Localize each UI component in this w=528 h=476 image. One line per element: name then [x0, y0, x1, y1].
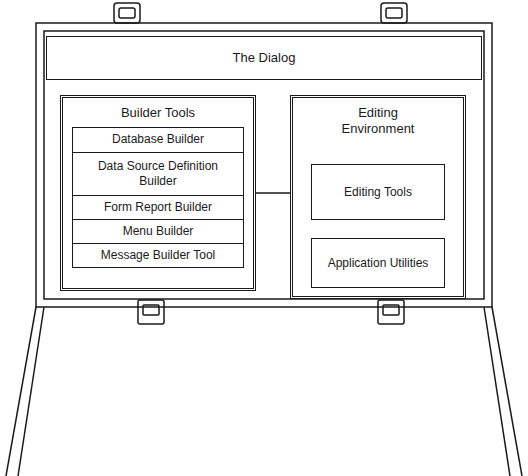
case-side [18, 307, 44, 476]
tool-box: Data Source Definition Builder [72, 152, 244, 196]
utility-box: Application Utilities [311, 238, 445, 288]
box-label: Message Builder Tool [101, 248, 216, 262]
case-side [484, 307, 510, 476]
box-label: Data Source Definition Builder [79, 159, 237, 188]
box-label: Menu Builder [123, 224, 194, 238]
case-inner-frame [44, 31, 484, 299]
handle-mount [114, 3, 140, 23]
tool-box: Message Builder Tool [72, 243, 244, 268]
environment-panel: Editing EnvironmentEditing ToolsApplicat… [290, 95, 466, 299]
handle-mount [386, 8, 402, 18]
connector-line [256, 192, 290, 194]
box-label: Application Utilities [328, 256, 429, 270]
latch [378, 300, 404, 324]
title-band: The Dialog [46, 36, 482, 80]
box-label: Form Report Builder [104, 200, 212, 214]
tool-box: Database Builder [72, 127, 244, 153]
box-label: Database Builder [112, 132, 204, 146]
tool-group-panel: Builder ToolsDatabase BuilderData Source… [60, 95, 256, 291]
panel-heading: Editing Environment [328, 105, 428, 136]
case-lid [36, 23, 492, 307]
latch [383, 305, 399, 315]
box-label: The Dialog [233, 50, 296, 66]
tool-box: Menu Builder [72, 219, 244, 244]
handle-mount [381, 3, 407, 23]
panel-heading: Builder Tools [83, 105, 233, 121]
handle-mount [119, 8, 135, 18]
tool-box: Form Report Builder [72, 195, 244, 220]
latch [143, 305, 159, 315]
editing-box: Editing Tools [311, 164, 445, 220]
latch [138, 300, 164, 324]
box-label: Editing Tools [344, 185, 412, 199]
